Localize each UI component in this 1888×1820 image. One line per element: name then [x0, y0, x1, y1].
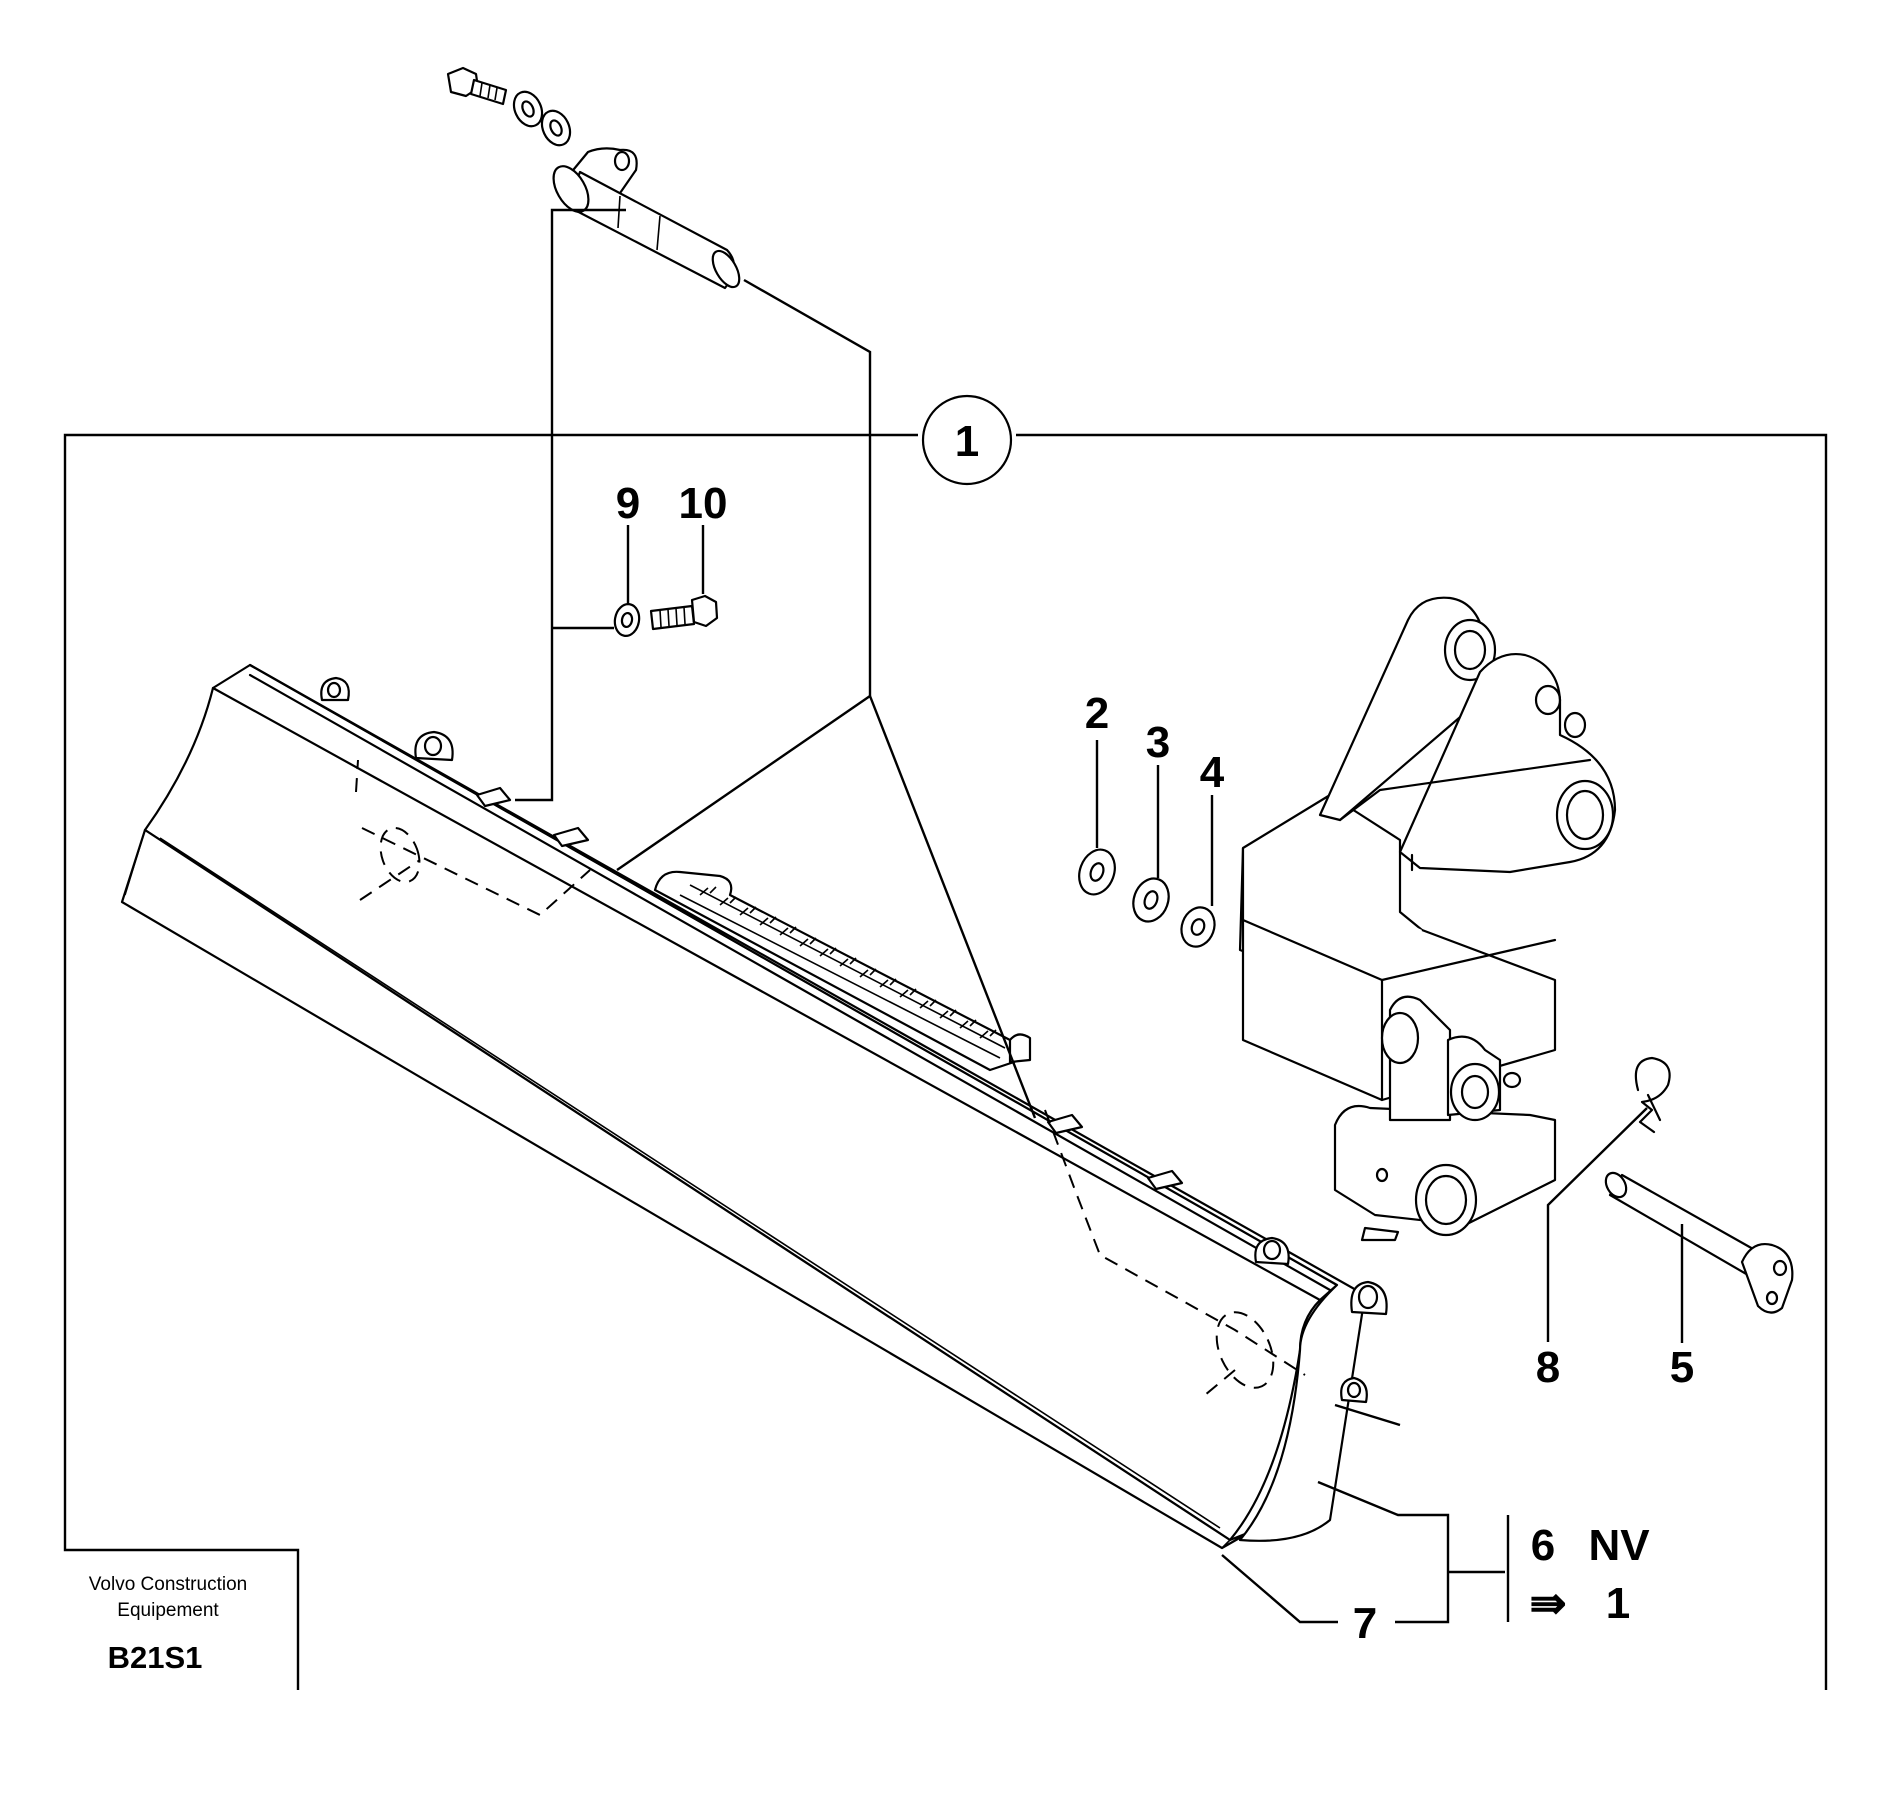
- callout-9: 9: [616, 479, 640, 528]
- callout-6: 6: [1531, 1521, 1555, 1570]
- callout-3: 3: [1146, 718, 1170, 767]
- assembly-callout-circle: [921, 394, 1013, 486]
- callout-7: 7: [1353, 1599, 1377, 1648]
- top-washer-2-icon: [540, 109, 572, 147]
- blade-lug-3-icon: [1254, 1236, 1290, 1266]
- washer-4-icon: [1180, 906, 1216, 948]
- washer-3-icon: [1132, 877, 1170, 923]
- bolt-10-icon: [649, 594, 719, 631]
- reference-arrow-icon: ⇛: [1530, 1579, 1567, 1628]
- pivot-bracket: [1238, 596, 1617, 1242]
- blade-lug-4-icon: [1350, 1280, 1388, 1316]
- brand-line-1: Volvo Construction: [89, 1574, 247, 1595]
- washer-2-icon: [1078, 848, 1116, 896]
- dozer-blade: [120, 663, 1388, 1550]
- note-reference-target: 1: [1606, 1579, 1630, 1628]
- clip-8-icon: [1634, 1056, 1671, 1134]
- top-pin-assembly: [446, 66, 741, 290]
- callout-4: 4: [1200, 748, 1225, 797]
- callout-5: 5: [1670, 1343, 1694, 1392]
- drawing-code: B21S1: [108, 1640, 203, 1675]
- top-washer-1-icon: [512, 90, 544, 128]
- assembly-frame: [63, 433, 1828, 1690]
- washer-9-icon: [613, 603, 641, 637]
- step-plate-icon: [653, 870, 1022, 1072]
- top-pin-icon: [552, 147, 741, 290]
- blade-lug-2-icon: [414, 730, 454, 762]
- pin-5-icon: [1604, 1171, 1794, 1314]
- top-bolt-icon: [446, 66, 508, 106]
- callout-8: 8: [1536, 1343, 1560, 1392]
- note-nv: NV: [1588, 1521, 1650, 1570]
- callout-1: 1: [955, 417, 979, 466]
- callout-2: 2: [1085, 689, 1109, 738]
- leader-lines: [515, 208, 1684, 1624]
- brand-line-2: Equipement: [117, 1600, 219, 1621]
- blade-lug-5-icon: [1340, 1376, 1368, 1404]
- blade-lug-1-icon: [320, 676, 350, 702]
- callout-10: 10: [679, 479, 728, 528]
